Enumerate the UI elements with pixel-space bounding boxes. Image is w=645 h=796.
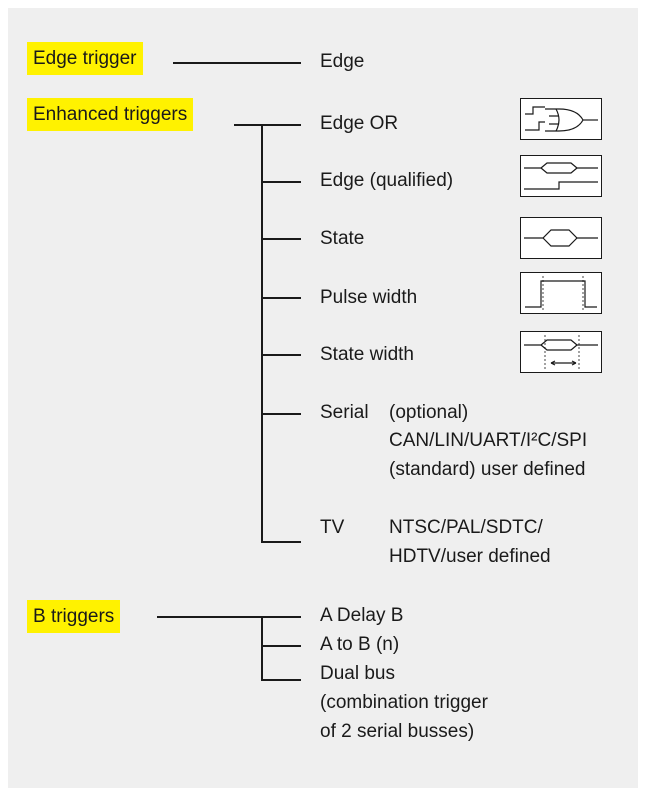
item-edge-qualified: Edge (qualified) [320,170,454,191]
state-width-icon [520,331,602,373]
tv-formats-1: NTSC/PAL/SDTC/ [389,517,543,538]
branch-a-to-b [261,645,301,647]
b-triggers-label: B triggers [27,600,121,633]
item-a-to-b: A to B (n) [320,634,400,655]
pulse-width-icon [520,272,602,314]
branch-serial [261,413,301,415]
tv-formats-2: HDTV/user defined [389,546,551,567]
item-serial: Serial [320,402,369,423]
edge-trigger-label: Edge trigger [27,42,143,75]
serial-optional: (optional) [389,402,469,423]
edge-connector [173,62,301,64]
dual-bus-note-2: of 2 serial busses) [320,721,475,742]
b-connector [157,616,301,618]
enhanced-trunk [261,124,263,542]
item-edge: Edge [320,51,365,72]
b-trunk [261,616,263,680]
item-pulse-width: Pulse width [320,287,418,308]
serial-protocols: CAN/LIN/UART/I²C/SPI [389,430,588,451]
branch-pulse-width [261,297,301,299]
branch-state [261,238,301,240]
branch-state-width [261,354,301,356]
branch-dual-bus [261,679,301,681]
branch-edge-qualified [261,181,301,183]
dual-bus-note-1: (combination trigger [320,692,488,713]
enhanced-triggers-label: Enhanced triggers [27,98,194,131]
item-state: State [320,228,365,249]
serial-standard: (standard) user defined [389,459,586,480]
item-state-width: State width [320,344,414,365]
state-icon [520,217,602,259]
edge-or-icon [520,98,602,140]
edge-qualified-icon [520,155,602,197]
enhanced-connector [234,124,301,126]
item-dual-bus: Dual bus [320,663,395,684]
branch-tv [261,541,301,543]
item-a-delay-b: A Delay B [320,605,404,626]
item-tv: TV [320,517,345,538]
item-edge-or: Edge OR [320,113,399,134]
